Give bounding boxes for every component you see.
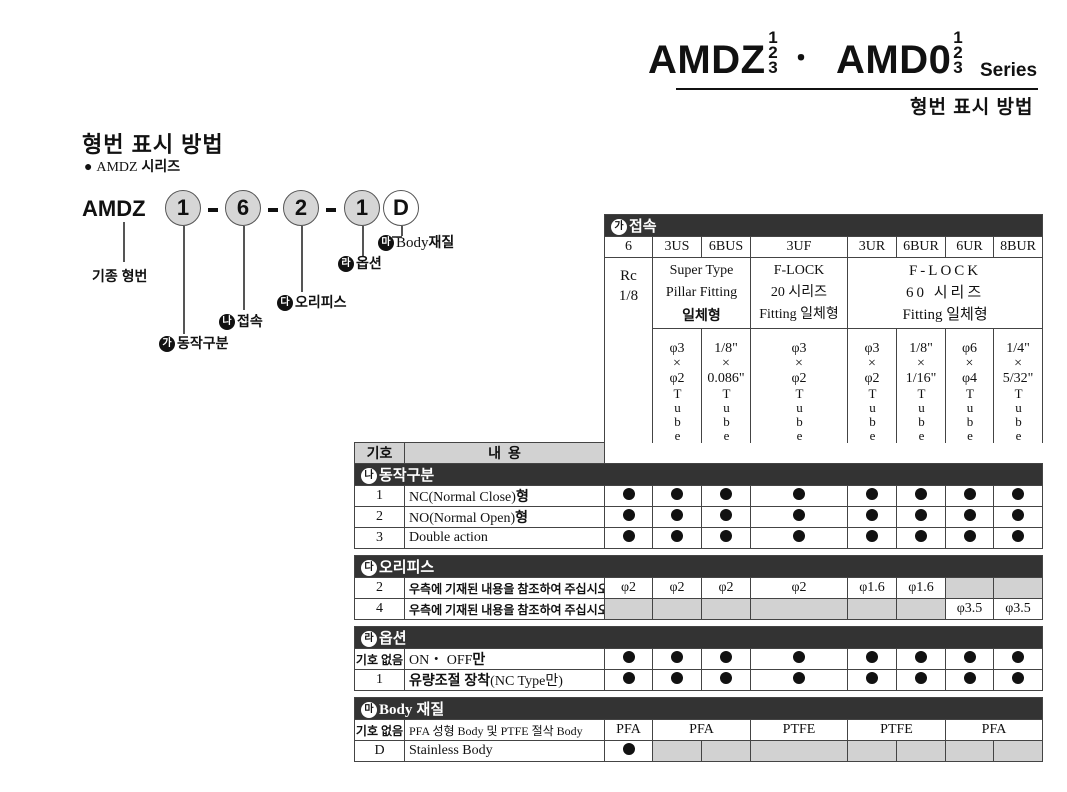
code-circle-operation: 1 — [165, 190, 201, 226]
leader-line — [392, 236, 402, 238]
model-name-1: AMDZ — [648, 38, 766, 82]
code-circle-body: D — [383, 190, 419, 226]
table-row: 1 유량조절 장착(NC Type만) — [354, 669, 1043, 691]
section-title: 형번 표시 방법 — [82, 132, 224, 157]
table-row: 기호 없음 ON・ OFF만 — [354, 648, 1043, 670]
code-dash — [208, 208, 218, 212]
header-rule — [676, 88, 1038, 90]
code-prefix: AMDZ — [82, 196, 146, 221]
code-circle-orifice: 2 — [283, 190, 319, 226]
table-row: 3 Double action — [354, 527, 1043, 549]
code-dash — [326, 208, 336, 212]
leader-line — [183, 226, 185, 334]
series-label: Series — [980, 60, 1038, 81]
leader-line — [362, 226, 364, 256]
leader-line — [401, 226, 403, 236]
table-row: 2 NO(Normal Open)형 — [354, 506, 1043, 528]
table-row: 1 NC(Normal Close)형 — [354, 485, 1043, 507]
code-circle-option: 1 — [344, 190, 380, 226]
flock60-cell: F-LOCK 60 시리즈 Fitting 일체형 — [846, 257, 1044, 329]
leader-line — [301, 226, 303, 292]
label-model: 기종 형번 — [92, 268, 148, 284]
separator: ・ — [788, 43, 815, 73]
header-subtitle: 형번 표시 방법 — [910, 97, 1034, 118]
code-dash — [268, 208, 278, 212]
column-header-row: 기호 내 용 — [354, 442, 1043, 464]
table-row: 기호 없음 PFA 성형 Body 및 PTFE 절삭 Body PFA PFA… — [354, 719, 1043, 741]
code-circle-connection: 6 — [225, 190, 261, 226]
model-name-2: AMD0 — [836, 38, 952, 82]
leader-line — [123, 222, 125, 262]
table-row: D Stainless Body — [354, 740, 1043, 762]
series-bullet: ● AMDZ 시리즈 — [84, 158, 181, 175]
leader-line — [243, 226, 245, 310]
